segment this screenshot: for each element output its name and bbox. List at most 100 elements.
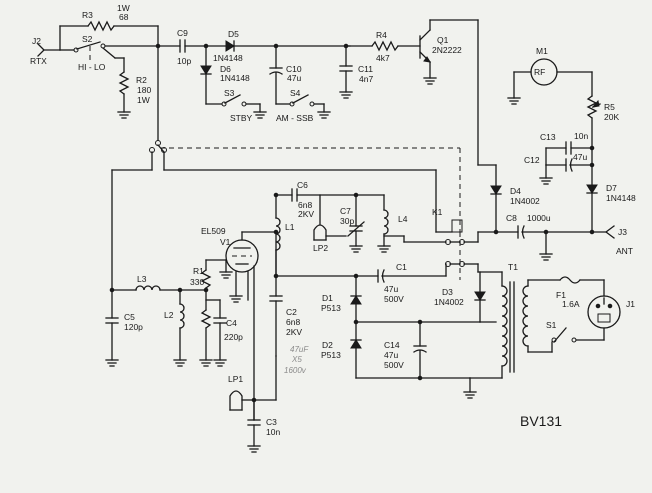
c14-voltage: 500V xyxy=(384,360,404,370)
c6-capacitor: C6 6n8 2KV xyxy=(275,180,385,219)
l3-label: L3 xyxy=(137,274,147,284)
c5-label: C5 xyxy=(124,312,135,322)
model-label: BV131 xyxy=(520,413,562,429)
lp1-lamp: LP1 xyxy=(228,374,255,411)
s2-mode: HI - LO xyxy=(78,62,106,72)
r3-label: R3 xyxy=(82,10,93,20)
c13-capacitor: C13 10n xyxy=(540,131,593,155)
f1-value: 1.6A xyxy=(562,299,580,309)
d2-type: P513 xyxy=(321,350,341,360)
k1-label: K1 xyxy=(432,207,443,217)
j2-connector: J2 RTX xyxy=(30,36,61,66)
d6-type: 1N4148 xyxy=(220,73,250,83)
relay-rx-contact xyxy=(149,140,167,171)
v1-label: V1 xyxy=(220,237,231,247)
lp2-lamp: LP2 xyxy=(313,194,347,253)
c4-capacitor: C4 220p xyxy=(205,299,243,367)
c3-capacitor: C3 10n xyxy=(247,399,280,453)
v1-type: EL509 xyxy=(201,226,226,236)
d3-diode: D3 1N4002 xyxy=(434,271,486,323)
l2-label: L2 xyxy=(164,310,174,320)
d4-type: 1N4002 xyxy=(510,196,540,206)
c7-label: C7 xyxy=(340,206,351,216)
c12-value: 47u xyxy=(573,152,587,162)
d3-type: 1N4002 xyxy=(434,297,464,307)
j1-mains-plug: J1 xyxy=(587,295,635,329)
r1-value: 330 xyxy=(190,277,204,287)
pencil-note-3: 1600v xyxy=(284,366,307,375)
d7-diode: D7 1N4148 xyxy=(586,183,636,233)
f1-label: F1 xyxy=(556,290,566,300)
c10-label: C10 xyxy=(286,64,302,74)
c1-value: 47u xyxy=(384,284,398,294)
c6-label: C6 xyxy=(297,180,308,190)
t1-transformer: T1 xyxy=(469,262,529,379)
s2-label: S2 xyxy=(82,34,93,44)
r-bias-resistor xyxy=(199,289,213,367)
r4-value: 4k7 xyxy=(376,53,390,63)
l4-inductor: L4 xyxy=(377,194,447,253)
pencil-note-2: X5 xyxy=(291,355,302,364)
c13-label: C13 xyxy=(540,132,556,142)
r4-resistor: R4 4k7 xyxy=(345,30,421,63)
d4-diode: D4 1N4002 xyxy=(477,164,540,233)
r3-value: 68 xyxy=(119,12,129,22)
c13-value: 10n xyxy=(574,131,588,141)
q1-type: 2N2222 xyxy=(432,45,462,55)
c2-voltage: 2KV xyxy=(286,327,302,337)
c8-capacitor: C8 1000u xyxy=(477,213,607,261)
c11-label: C11 xyxy=(358,64,373,74)
c2-value: 6n8 xyxy=(286,317,300,327)
c3-value: 10n xyxy=(266,427,280,437)
r3-power: 1W xyxy=(117,3,130,13)
lp1-label: LP1 xyxy=(228,374,243,384)
v1-tube: EL509 V1 xyxy=(201,226,277,421)
r2-value: 180 xyxy=(137,85,151,95)
c14-label: C14 xyxy=(384,340,400,350)
d3-label: D3 xyxy=(442,287,453,297)
k1-relay: K1 xyxy=(432,207,479,280)
j2-label: J2 xyxy=(32,36,41,46)
pencil-note-1: 47uF xyxy=(290,345,309,354)
d2-diode: D2 P513 xyxy=(321,321,362,379)
d4-label: D4 xyxy=(510,186,521,196)
s3-mode: STBY xyxy=(230,113,253,123)
r5-label: R5 xyxy=(604,102,615,112)
c8-label: C8 xyxy=(506,213,517,223)
c3-label: C3 xyxy=(266,417,277,427)
j1-label: J1 xyxy=(626,299,635,309)
r5-potentiometer: R5 20K xyxy=(586,95,619,186)
d6-diode: D6 1N4148 xyxy=(200,45,250,105)
d1-label: D1 xyxy=(322,293,333,303)
j3-label: J3 xyxy=(618,227,627,237)
c7-value: 30p xyxy=(340,216,354,226)
l3-inductor: L3 xyxy=(111,274,207,291)
d1-type: P513 xyxy=(321,303,341,313)
m1-label: M1 xyxy=(536,46,548,56)
pencil-annotation: 47uF X5 1600v xyxy=(284,345,309,375)
d5-label: D5 xyxy=(228,29,239,39)
j2-sublabel: RTX xyxy=(30,56,47,66)
l1-inductor: L1 xyxy=(275,194,295,277)
c5-capacitor: C5 120p xyxy=(105,289,143,367)
s1-switch: S1 xyxy=(527,320,605,353)
c7-capacitor: C7 30p xyxy=(340,194,365,253)
s3-switch: S3 STBY xyxy=(205,88,267,123)
l2-inductor: L2 xyxy=(164,289,187,367)
d7-type: 1N4148 xyxy=(606,193,636,203)
j3-sublabel: ANT xyxy=(616,246,633,256)
r1-label: R1 xyxy=(193,266,204,276)
c10-capacitor: C10 47u xyxy=(269,45,302,105)
c11-value: 4n7 xyxy=(359,74,373,84)
d2-label: D2 xyxy=(322,340,333,350)
f1-fuse: F1 1.6A xyxy=(527,276,605,309)
r2-label: R2 xyxy=(136,75,147,85)
c12-capacitor: C12 47u xyxy=(524,147,593,185)
c1-label: C1 xyxy=(396,262,407,272)
l1-label: L1 xyxy=(285,222,295,232)
r1-resistor: R1 330 xyxy=(190,259,212,291)
c14-capacitor: C14 47u 500V xyxy=(384,321,427,379)
t1-label: T1 xyxy=(508,262,518,272)
s4-mode: AM - SSB xyxy=(276,113,314,123)
